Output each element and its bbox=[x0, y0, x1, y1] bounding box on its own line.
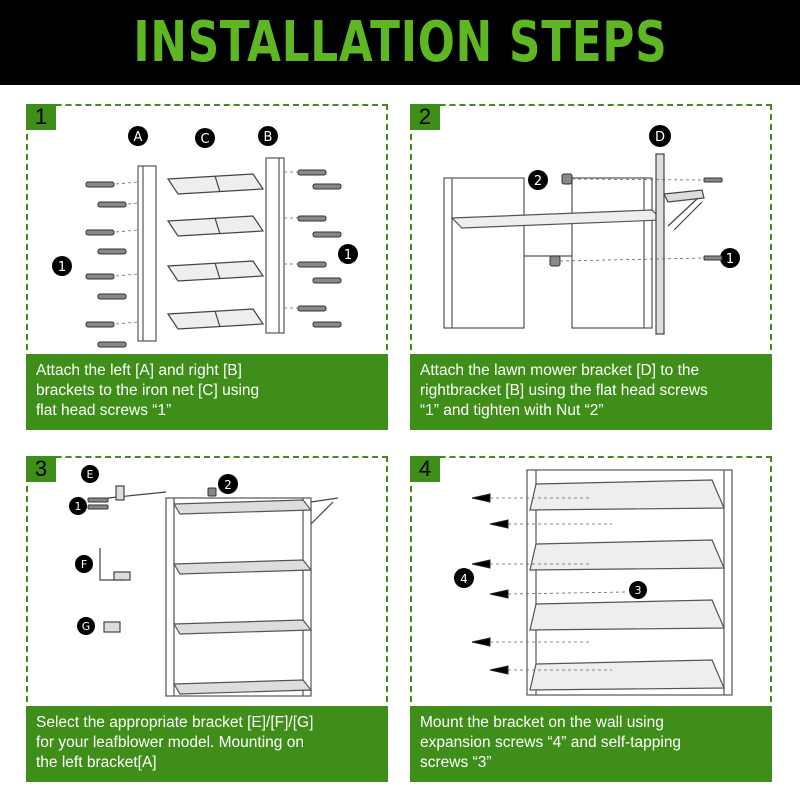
step-2-number: 2 bbox=[410, 104, 440, 130]
lawn-mower-bracket-d bbox=[655, 153, 705, 335]
svg-text:1: 1 bbox=[58, 260, 66, 275]
svg-text:1: 1 bbox=[75, 500, 82, 513]
page-title: INSTALLATION STEPS bbox=[132, 10, 668, 75]
step-4-diagram: 4 3 bbox=[454, 469, 733, 696]
svg-text:A: A bbox=[134, 130, 143, 145]
step-3-number: 3 bbox=[26, 456, 56, 482]
screw-label-badge: 1 bbox=[720, 248, 740, 268]
step-2-diagram: D 2 1 bbox=[443, 125, 740, 335]
leafblower-brackets bbox=[99, 485, 339, 633]
step-4-caption: Mount the bracket on the wall using expa… bbox=[410, 706, 772, 782]
step-4-number: 4 bbox=[410, 456, 440, 482]
svg-text:3: 3 bbox=[635, 584, 642, 597]
screw-label-right-badge: 1 bbox=[338, 244, 358, 264]
right-bracket-b bbox=[265, 157, 285, 334]
svg-text:1: 1 bbox=[726, 252, 734, 267]
label-c-badge: C bbox=[195, 128, 215, 148]
screws bbox=[87, 487, 217, 510]
svg-text:2: 2 bbox=[224, 478, 232, 492]
step-4-panel: 4 4 3 bbox=[410, 456, 772, 782]
svg-text:2: 2 bbox=[534, 174, 542, 189]
screw-label-badge: 1 bbox=[69, 497, 87, 515]
step-2-panel: 2 D 2 1 bbox=[410, 104, 772, 430]
step-1-panel: 1 A C B 1 1 bbox=[26, 104, 388, 430]
left-bracket-a bbox=[137, 165, 157, 342]
step-2-caption: Attach the lawn mower bracket [D] to the… bbox=[410, 354, 772, 430]
header-banner: INSTALLATION STEPS bbox=[0, 0, 800, 85]
guide-lines bbox=[490, 497, 628, 671]
rack-frame bbox=[165, 497, 313, 697]
label-b-badge: B bbox=[258, 126, 278, 146]
iron-net-shelves-c bbox=[166, 173, 265, 330]
label-d-badge: D bbox=[649, 125, 671, 147]
flat-head-screws bbox=[85, 169, 342, 348]
rack-frame bbox=[526, 469, 733, 696]
nut-label-badge: 2 bbox=[528, 170, 548, 190]
label-a-badge: A bbox=[128, 126, 148, 146]
screws-and-nuts bbox=[549, 173, 723, 267]
step-3-diagram: E 1 2 F G bbox=[69, 465, 339, 697]
svg-text:C: C bbox=[200, 132, 209, 147]
svg-text:1: 1 bbox=[344, 248, 352, 263]
label-f-badge: F bbox=[75, 555, 93, 573]
svg-text:G: G bbox=[82, 620, 91, 633]
nut-label-badge: 2 bbox=[218, 474, 238, 494]
expansion-screws bbox=[471, 493, 509, 675]
step-1-number: 1 bbox=[26, 104, 56, 130]
svg-text:F: F bbox=[81, 558, 87, 571]
screw-label-left-badge: 1 bbox=[52, 256, 72, 276]
guide-lines bbox=[115, 171, 298, 325]
label-g-badge: G bbox=[77, 617, 95, 635]
guide-lines bbox=[559, 178, 705, 262]
step-3-caption: Select the appropriate bracket [E]/[F]/[… bbox=[26, 706, 388, 782]
svg-text:4: 4 bbox=[460, 572, 468, 586]
svg-text:E: E bbox=[87, 468, 94, 481]
step-1-caption: Attach the left [A] and right [B] bracke… bbox=[26, 354, 388, 430]
self-tapping-screw-label-badge: 3 bbox=[629, 581, 647, 599]
step-3-panel: 3 E 1 2 F G bbox=[26, 456, 388, 782]
step-1-diagram: A C B 1 1 bbox=[52, 126, 358, 348]
rack-frame bbox=[443, 177, 664, 329]
svg-text:B: B bbox=[264, 130, 273, 145]
label-e-badge: E bbox=[81, 465, 99, 483]
expansion-screw-label-badge: 4 bbox=[454, 568, 474, 588]
svg-text:D: D bbox=[655, 130, 665, 145]
